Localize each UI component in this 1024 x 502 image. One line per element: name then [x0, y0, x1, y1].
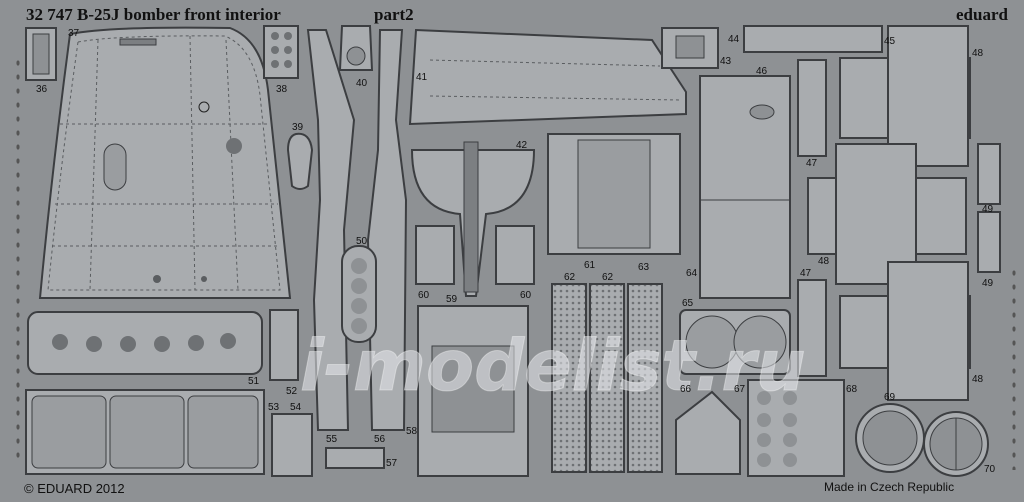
- part-67-68: [747, 379, 845, 477]
- edge-holes-right: [1006, 270, 1018, 470]
- label-69: 69: [884, 392, 896, 403]
- label-45: 45: [884, 36, 896, 47]
- label-60b: 60: [520, 290, 532, 301]
- label-66: 66: [680, 384, 692, 395]
- part-number-labels: 36 37 38 39 40 41 42 43 44 45 46 47 47 4…: [36, 28, 996, 475]
- label-53: 53: [268, 402, 280, 413]
- part-52: [269, 309, 299, 381]
- watermark: i-modelist.ru: [300, 325, 806, 407]
- part-36: [25, 27, 57, 81]
- sheet-header: 32 747 B-25J bomber front interior: [26, 5, 281, 24]
- label-65: 65: [682, 298, 694, 309]
- label-42: 42: [516, 140, 528, 151]
- label-56: 56: [374, 434, 386, 445]
- label-60a: 60: [418, 290, 430, 301]
- label-57: 57: [386, 458, 398, 469]
- part-44-45: [743, 25, 883, 53]
- label-62b: 62: [602, 272, 614, 283]
- part-42: [410, 141, 536, 297]
- brand-logo: eduard: [956, 5, 1009, 24]
- label-49b: 49: [982, 278, 994, 289]
- part-37-floor-panel: [38, 26, 292, 299]
- part-38: [263, 25, 299, 79]
- part-70-ring: [923, 411, 989, 477]
- label-70: 70: [984, 464, 996, 475]
- part-48-top: [839, 25, 971, 167]
- copyright: © EDUARD 2012: [24, 481, 125, 496]
- part-62-left: [551, 283, 587, 473]
- label-54: 54: [290, 402, 302, 413]
- part-39: [286, 132, 314, 190]
- part-41: [408, 28, 687, 126]
- part-60-right: [495, 225, 535, 285]
- label-44: 44: [728, 34, 740, 45]
- part-53-54: [271, 413, 313, 477]
- part-65: [679, 309, 791, 375]
- label-47b: 47: [800, 268, 812, 279]
- label-41: 41: [416, 72, 428, 83]
- label-39: 39: [292, 122, 304, 133]
- label-58: 58: [406, 426, 418, 437]
- label-50: 50: [356, 236, 368, 247]
- label-37: 37: [68, 28, 80, 39]
- part-62-mid: [589, 283, 625, 473]
- label-49a: 49: [982, 204, 994, 215]
- part-61: [547, 133, 681, 255]
- made-in: Made in Czech Republic: [824, 480, 954, 494]
- part-60-left: [415, 225, 455, 285]
- part-51: [27, 311, 263, 375]
- label-48c: 48: [972, 374, 984, 385]
- part-48-bottom: [839, 261, 971, 401]
- label-52: 52: [286, 386, 298, 397]
- label-55: 55: [326, 434, 338, 445]
- label-68: 68: [846, 384, 858, 395]
- part-47-upper: [797, 59, 827, 157]
- label-40: 40: [356, 78, 368, 89]
- label-36: 36: [36, 84, 48, 95]
- label-48a: 48: [972, 48, 984, 59]
- label-67: 67: [734, 384, 746, 395]
- part-56-rail: [366, 29, 408, 431]
- part-47-lower: [797, 279, 827, 377]
- label-46: 46: [756, 66, 768, 77]
- label-43: 43: [720, 56, 732, 67]
- label-64: 64: [686, 268, 698, 279]
- label-38: 38: [276, 84, 288, 95]
- part-57: [325, 447, 385, 469]
- part-40: [338, 25, 374, 71]
- label-48b: 48: [818, 256, 830, 267]
- label-62a: 62: [564, 272, 576, 283]
- part-49-lower: [977, 211, 1001, 273]
- label-59: 59: [446, 294, 458, 305]
- label-63: 63: [638, 262, 650, 273]
- label-61: 61: [584, 260, 596, 271]
- part-48-middle: [807, 143, 967, 285]
- part-bottom-plates: [25, 389, 265, 475]
- edge-holes-left: [8, 60, 20, 460]
- part-63: [627, 283, 663, 473]
- part-43: [661, 27, 719, 69]
- label-47a: 47: [806, 158, 818, 169]
- sheet-part: part2: [374, 5, 414, 24]
- part-50: [341, 245, 377, 343]
- part-49-upper: [977, 143, 1001, 205]
- label-51: 51: [248, 376, 260, 387]
- part-69-ring: [855, 403, 925, 473]
- part-66: [675, 390, 741, 475]
- part-46-64: [699, 75, 791, 299]
- part-58-59: [417, 305, 529, 477]
